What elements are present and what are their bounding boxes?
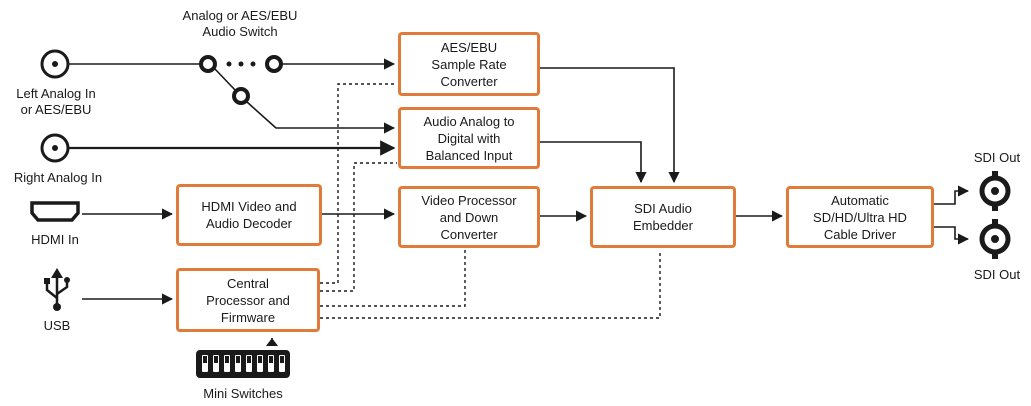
mini-switches-label: Mini Switches — [203, 386, 283, 401]
signal-lines — [68, 58, 970, 346]
right-analog-in-label: Right Analog In — [13, 170, 103, 185]
sdi-out-label-2: SDI Out — [973, 267, 1021, 282]
central-processor-box: Central Processor and Firmware — [176, 268, 320, 332]
dip-switch-icon — [196, 350, 290, 378]
control-lines — [320, 83, 661, 319]
sdi-audio-embedder-box: SDI Audio Embedder — [590, 186, 736, 248]
mini-switch-pointer-icon — [266, 338, 278, 346]
left-analog-in-label: Left Analog In or AES/EBU — [16, 86, 96, 117]
usb-icon — [44, 268, 70, 311]
audio-switch-icon — [199, 55, 283, 105]
video-processor-box: Video Processor and Down Converter — [398, 186, 540, 248]
cable-driver-box: Automatic SD/HD/Ultra HD Cable Driver — [786, 186, 934, 248]
hdmi-port-icon — [30, 201, 80, 222]
hdmi-decoder-box: HDMI Video and Audio Decoder — [176, 184, 322, 246]
hdmi-in-label: HDMI In — [31, 232, 79, 247]
audio-analog-to-digital-box: Audio Analog to Digital with Balanced In… — [398, 107, 540, 169]
sdi-out-connector-icon-1 — [979, 171, 1011, 211]
usb-label: USB — [43, 318, 71, 333]
audio-switch-label: Analog or AES/EBU Audio Switch — [182, 8, 298, 39]
aes-sample-rate-converter-box: AES/EBU Sample Rate Converter — [398, 32, 540, 96]
right-analog-connector-icon — [40, 133, 70, 163]
sdi-out-label-1: SDI Out — [973, 150, 1021, 165]
left-analog-connector-icon — [40, 49, 70, 79]
sdi-out-connector-icon-2 — [979, 219, 1011, 259]
